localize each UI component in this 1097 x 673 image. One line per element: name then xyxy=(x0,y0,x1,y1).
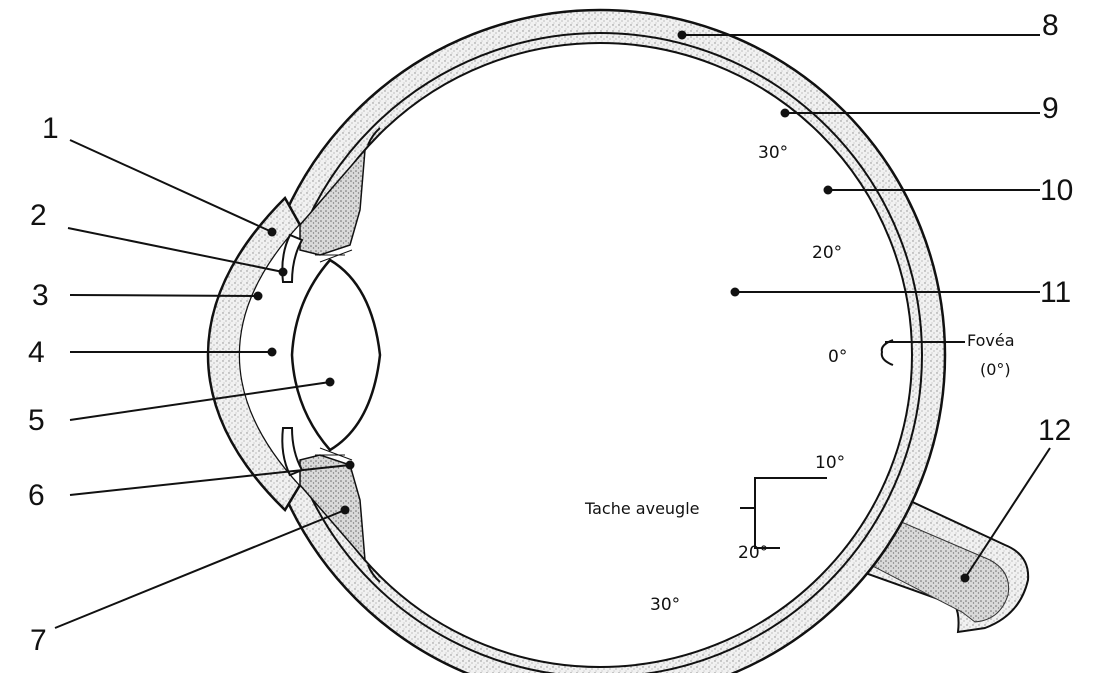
label-2: 2 xyxy=(30,199,47,232)
label-6: 6 xyxy=(28,479,45,512)
fovea-pit xyxy=(880,339,894,366)
leader-5 xyxy=(69,381,331,421)
leader-7 xyxy=(54,509,346,629)
label-3: 3 xyxy=(32,279,49,312)
label-5: 5 xyxy=(28,404,45,437)
retina-layer xyxy=(287,42,913,668)
fovea-degree-label: (0°) xyxy=(980,360,1011,379)
leader-6 xyxy=(69,464,351,496)
angle-10-bottom: 10° xyxy=(815,453,845,473)
leader-2 xyxy=(67,227,284,273)
zonule-fibres xyxy=(315,249,353,461)
label-4: 4 xyxy=(28,336,45,369)
blind-spot-label: Tache aveugle xyxy=(584,499,700,518)
angle-30-top: 30° xyxy=(758,143,788,163)
label-11: 11 xyxy=(1040,276,1071,309)
label-1: 1 xyxy=(42,112,59,145)
leader-12 xyxy=(964,447,1051,579)
ora-serrata-bottom xyxy=(367,564,381,583)
iris-top xyxy=(281,233,304,283)
lens xyxy=(290,258,382,452)
angle-20-top: 20° xyxy=(812,243,842,263)
label-9: 9 xyxy=(1042,92,1059,125)
ora-serrata-top xyxy=(367,127,381,146)
fovea-label: Fovéa xyxy=(967,331,1015,350)
blind-spot-bracket xyxy=(754,477,827,549)
ciliary-body-top xyxy=(299,147,366,256)
label-7: 7 xyxy=(30,624,47,657)
leader-1 xyxy=(69,139,273,233)
label-12: 12 xyxy=(1038,414,1071,447)
angle-0: 0° xyxy=(828,347,847,367)
label-10: 10 xyxy=(1040,174,1073,207)
label-8: 8 xyxy=(1042,9,1059,42)
anterior-chamber xyxy=(240,225,330,485)
leader-3 xyxy=(69,294,259,297)
label-dots xyxy=(253,30,970,583)
angle-30-bottom: 30° xyxy=(650,595,680,615)
angle-20-bottom: 20° xyxy=(738,543,768,563)
iris-bottom xyxy=(281,427,304,477)
